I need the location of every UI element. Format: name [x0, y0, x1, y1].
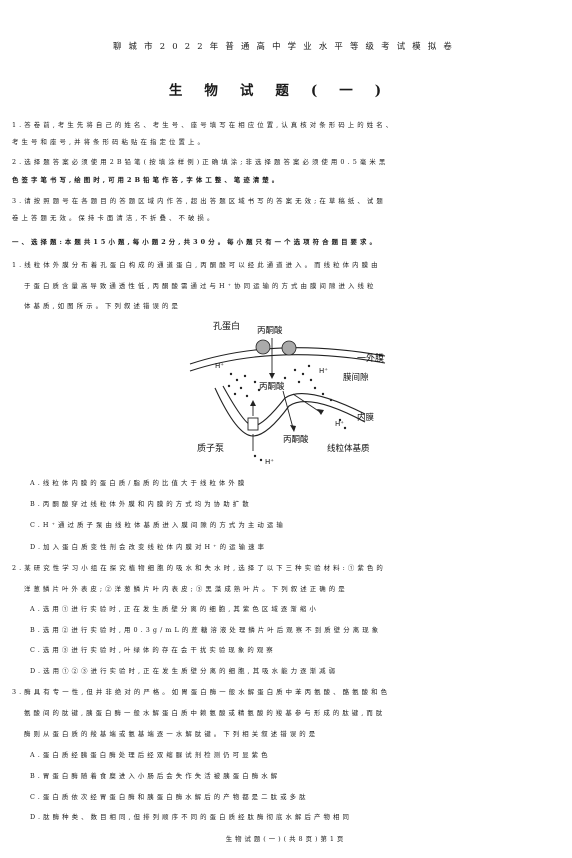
label-h-left: H⁺ — [215, 362, 224, 370]
label-porin: 孔蛋白 — [213, 320, 240, 332]
section-heading: 一、选择题:本题共15小题,每小题2分,共30分。每小题只有一个选项符合题目要求… — [12, 238, 380, 246]
option-b: B.选用②进行实验时,用0.3g/mL的蔗糖溶液处理鳞片叶后观察不到质壁分离现象 — [30, 626, 382, 634]
question-stem: 体基质,如图所示。下列叙述错误的是 — [24, 302, 181, 310]
exam-header: 聊城市2022年普通高中学业水平等级考试模拟卷 — [112, 41, 460, 51]
instruction-line: 2.选择题答案必须使用2B铅笔(按填涂样例)正确填涂;非选择题答案必须使用0.5… — [12, 158, 389, 166]
label-pyruvate-mid: 丙酮酸 — [259, 381, 285, 392]
page-footer: 生物试题(一)(共8页)第1页 — [225, 835, 347, 843]
question-stem: 3.酶具有专一性,但并非绝对的严格。如胃蛋白酶一般水解蛋白质中苯丙氨酸、酪氨酸和… — [12, 688, 391, 696]
instruction-line: 考生号和座号,并将条形码粘贴在指定位置上。 — [12, 138, 207, 146]
instruction-line: 色签字笔书写,绘图时,可用2B铅笔作答,字体工整、笔迹清楚。 — [12, 176, 282, 184]
option-a: A.蛋白质经胰蛋白酶处理后经双缩脲试剂检测仍可显紫色 — [30, 751, 271, 759]
instruction-line: 3.请按照题号在各题目的答题区域内作答,超出答题区域书写的答案无效;在草稿纸、试… — [12, 197, 386, 205]
question-stem: 氨酸间的肽键,胰蛋白酶一般水解蛋白质中赖氨酸或精氨酸的羧基参与形成的肽键,而肽 — [24, 709, 386, 717]
mitochondria-membrane-diagram: 孔蛋白 丙酮酸 一外膜 H⁺ H⁺ 膜间隙 丙酮酸 内膜 H⁺ 质子泵 丙酮酸 … — [189, 320, 386, 466]
option-a: A.选用①进行实验时,正在发生质壁分离的细胞,其紫色区域逐渐缩小 — [30, 605, 319, 613]
option-a: A.线粒体内膜的蛋白质/脂质的比值大于线粒体外膜 — [30, 479, 248, 487]
option-b: B.胃蛋白酶随着食糜进入小肠后会失作失活被胰蛋白酶水解 — [30, 772, 281, 780]
label-proton-pump: 质子泵 — [197, 442, 224, 454]
question-stem: 洋葱鳞片叶外表皮;②洋葱鳞片叶内表皮;③黑藻成熟叶片。下列叙述正确的是 — [24, 585, 348, 593]
option-b: B.丙酮酸穿过线粒体外膜和内膜的方式均为协助扩散 — [30, 500, 252, 508]
option-c: C.蛋白质依次经胃蛋白酶和胰蛋白酶水解后的产物都是二肽或多肽 — [30, 793, 309, 801]
option-d: D.肽酶种类、数目相同,但排列顺序不同的蛋白质经肽酶彻底水解后产物相同 — [30, 813, 352, 821]
question-stem: 1.线粒体外膜分布着孔蛋白构成的通道蛋白,丙酮酸可以经此通道进入。而线粒体内膜由 — [12, 261, 381, 269]
instruction-line: 卷上答题无效。保持卡面清洁,不折叠、不破损。 — [12, 214, 217, 222]
option-d: D.加入蛋白质变性剂会改变线粒体内膜对H⁺的运输速率 — [30, 543, 268, 551]
label-h-inner: H⁺ — [335, 420, 344, 428]
exam-title: 生物试题(一) — [168, 83, 404, 99]
question-stem: 酶则从蛋白质的羧基端或氨基端逐一水解肽键。下列相关叙述错误的是 — [24, 730, 319, 738]
label-matrix: 线粒体基质 — [327, 443, 370, 454]
label-intermembrane: 膜间隙 — [343, 372, 369, 383]
option-c: C.H⁺通过质子泵由线粒体基质进入膜间隙的方式为主动运输 — [30, 521, 286, 529]
label-pyruvate-bottom: 丙酮酸 — [283, 434, 309, 445]
option-c: C.选用③进行实验时,叶绿体的存在会干扰实验现象的观察 — [30, 646, 276, 654]
label-pyruvate-top: 丙酮酸 — [257, 325, 283, 336]
question-stem: 2.某研究性学习小组在探究植物细胞的吸水和失水时,选择了以下三种实验材料:①紫色… — [12, 564, 386, 572]
label-h-right: H⁺ — [319, 367, 328, 375]
option-d: D.选用①②③进行实验时,正在发生质壁分离的细胞,其吸水能力逐渐减弱 — [30, 667, 339, 675]
label-inner-membrane: 内膜 — [357, 412, 375, 423]
label-outer-membrane: 一外膜 — [357, 352, 384, 364]
question-stem: 于蛋白质含量高导致通透性低,丙酮酸需通过与H⁺协同运输的方式由膜间隙进入线粒 — [24, 282, 377, 290]
instruction-line: 1.答卷前,考生先将自己的姓名、考生号、座号填写在相应位置,认真核对条形码上的姓… — [12, 121, 396, 129]
label-h-bottom: H⁺ — [265, 458, 274, 466]
